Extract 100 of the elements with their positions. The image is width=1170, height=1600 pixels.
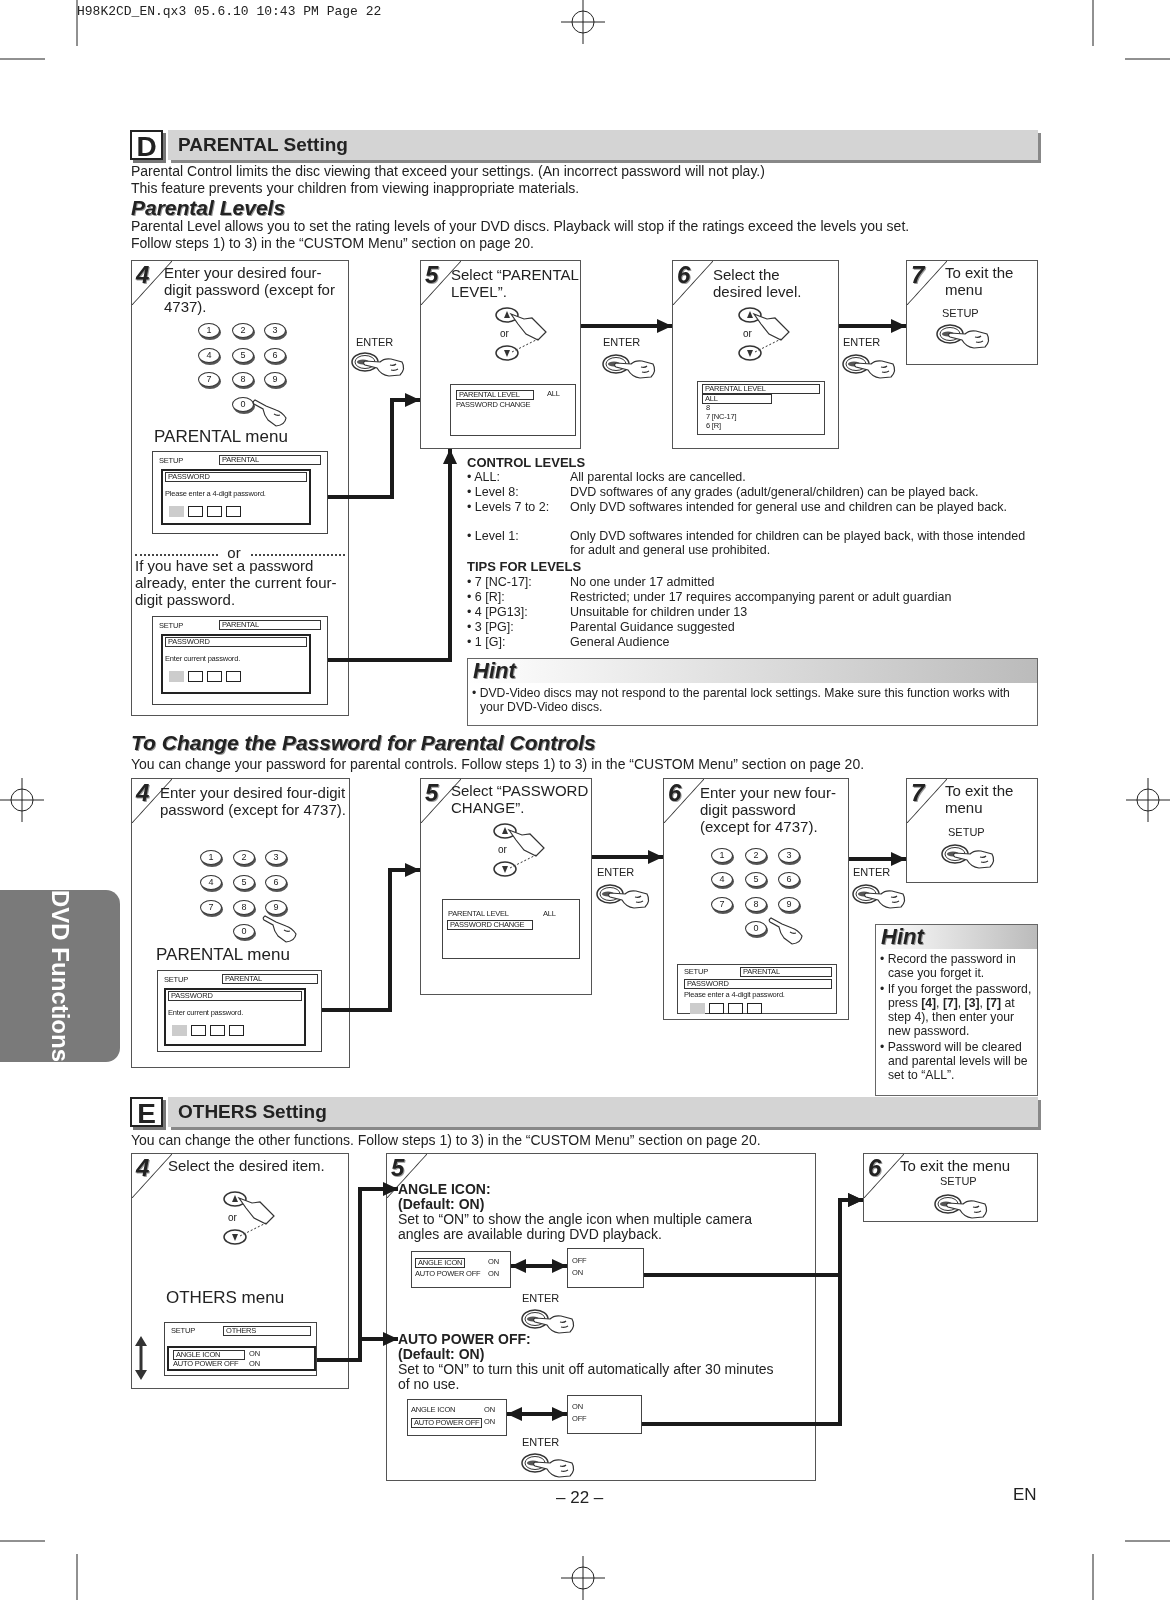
table-cell-text: Unsuitable for children under 13	[570, 605, 749, 619]
number-key: 4	[711, 872, 733, 887]
number-key: 5	[233, 875, 255, 890]
number-key: 7	[200, 900, 222, 915]
number-key: 3	[264, 323, 286, 338]
menu-screen	[164, 1322, 317, 1376]
number-key: 0	[233, 924, 255, 939]
body-text: or	[228, 1212, 237, 1223]
step-panel	[131, 1153, 349, 1389]
step-number: 6	[677, 262, 691, 288]
table-cell-text: No one under 17 admitted	[570, 575, 716, 589]
button-label: SETUP	[942, 307, 979, 319]
instruction-text: Enter your desired four-digit password (except for 4737).	[164, 265, 336, 316]
step-number: 6	[868, 1155, 882, 1181]
step-number: 4	[136, 780, 150, 806]
instruction-text: Select the desired item.	[168, 1158, 326, 1175]
table-cell-text: • 7 [NC-17]:	[467, 575, 533, 589]
button-label: ENTER	[522, 1436, 560, 1448]
number-key: 3	[265, 850, 287, 865]
number-key: 6	[778, 872, 800, 887]
number-key: 1	[711, 848, 733, 863]
table-cell-text: Parental Guidance suggested	[570, 620, 736, 634]
number-key: 0	[232, 397, 254, 412]
table-heading: TIPS FOR LEVELS	[467, 559, 582, 574]
number-key: 0	[745, 921, 767, 936]
menu-screen	[152, 616, 328, 705]
number-key: 6	[265, 875, 287, 890]
step-panel	[131, 778, 350, 1068]
menu-screen	[152, 451, 328, 534]
step-panel	[863, 1153, 1038, 1222]
table-cell-text: Only DVD softwares intended for children can be played back, with those intended for adult and general use prohibited.	[570, 529, 1027, 557]
instruction-text: Enter your desired four-digit password (except for 4737).	[160, 785, 346, 819]
instruction-text: Select “PASSWORD CHANGE”.	[451, 783, 590, 817]
body-text: Follow steps 1) to 3) in the “CUSTOM Menu” section on page 20.	[131, 235, 534, 251]
step-number: 4	[136, 262, 150, 288]
instruction-text: If you have set a password already, enter the current four-digit password.	[135, 558, 338, 609]
menu-screen	[450, 384, 576, 436]
menu-screen	[411, 1251, 511, 1288]
number-key: 2	[233, 850, 255, 865]
step-number: 6	[668, 780, 682, 806]
subsection-heading: Parental Levels	[131, 196, 286, 220]
table-cell-text: • Level 8:	[467, 485, 520, 499]
arrow	[839, 319, 906, 333]
body-text: This feature prevents your children from viewing inappropriate materials.	[131, 180, 580, 196]
body-text: or	[498, 844, 507, 855]
number-key: 5	[745, 872, 767, 887]
setting-description: ANGLE ICON: (Default: ON) Set to “ON” to show the angle icon when multiple camera angles are available during DVD playback.	[398, 1182, 778, 1242]
instruction-text: Enter your new four-digit password (except for 4737).	[700, 785, 837, 836]
step-number: 5	[425, 780, 439, 806]
menu-screen	[567, 1395, 642, 1434]
button-label: ENTER	[843, 336, 881, 348]
hint-text: • DVD-Video discs may not respond to the parental lock settings. Make sure this function works with your DVD-Video discs.	[471, 686, 1011, 716]
number-key: 4	[198, 348, 220, 363]
body-text: or	[500, 328, 509, 339]
button-label: ENTER	[853, 866, 891, 878]
step-number: 4	[136, 1155, 150, 1181]
step-number: 5	[391, 1155, 405, 1181]
table-cell-text: • 6 [R]:	[467, 590, 506, 604]
section-heading: OTHERS Setting	[178, 1100, 327, 1124]
menu-title: PARENTAL menu	[154, 427, 288, 447]
number-key: 7	[198, 372, 220, 387]
table-cell-text: • Levels 7 to 2:	[467, 500, 551, 514]
body-text: You can change the other functions. Follow steps 1) to 3) in the “CUSTOM Menu” section on page 20.	[131, 1132, 761, 1148]
hint-text: • Record the password in case you forget it.	[879, 952, 1017, 982]
table-cell-text: DVD softwares of any grades (adult/general/children) can be played back.	[570, 485, 980, 499]
button-label: ENTER	[522, 1292, 560, 1304]
number-key: 6	[264, 348, 286, 363]
side-tab: DVD Functions	[0, 890, 120, 1062]
section-letter: D	[130, 130, 163, 160]
button-label: SETUP	[940, 1175, 977, 1187]
number-key: 1	[198, 323, 220, 338]
number-key: 9	[264, 372, 286, 387]
button-label: ENTER	[356, 336, 394, 348]
page-number: – 22 –	[556, 1488, 604, 1508]
number-key: 5	[232, 348, 254, 363]
table-cell-text: All parental locks are cancelled.	[570, 470, 747, 484]
number-key: 9	[778, 897, 800, 912]
button-label: ENTER	[597, 866, 635, 878]
instruction-text: To exit the menu	[945, 265, 1015, 299]
table-cell-text: Only DVD softwares intended for general use and children can be played back.	[570, 500, 1009, 514]
table-cell-text: Restricted; under 17 requires accompanying parent or adult guardian	[570, 590, 953, 604]
body-text: Parental Control limits the disc viewing that exceed your settings. (An incorrect password will not play.)	[131, 163, 765, 179]
menu-screen	[697, 381, 825, 435]
arrow	[322, 863, 420, 1012]
instruction-text: To exit the menu	[900, 1158, 1012, 1175]
step-panel	[420, 260, 581, 449]
number-key: 4	[200, 875, 222, 890]
arrow	[849, 852, 906, 866]
table-cell-text: • 3 [PG]:	[467, 620, 515, 634]
step-number: 5	[425, 262, 439, 288]
table-cell-text: • Level 1:	[467, 529, 520, 543]
step-panel	[131, 260, 349, 716]
table-heading: CONTROL LEVELS	[467, 455, 586, 470]
instruction-text: To exit the menu	[945, 783, 1015, 817]
hint-text: • Password will be cleared and parental levels will be set to “ALL”.	[879, 1040, 1029, 1084]
instruction-text: Select the desired level.	[713, 267, 803, 301]
step-number: 7	[911, 262, 925, 288]
step-panel	[906, 260, 1038, 365]
arrow	[592, 850, 663, 864]
table-cell-text: • 4 [PG13]:	[467, 605, 529, 619]
